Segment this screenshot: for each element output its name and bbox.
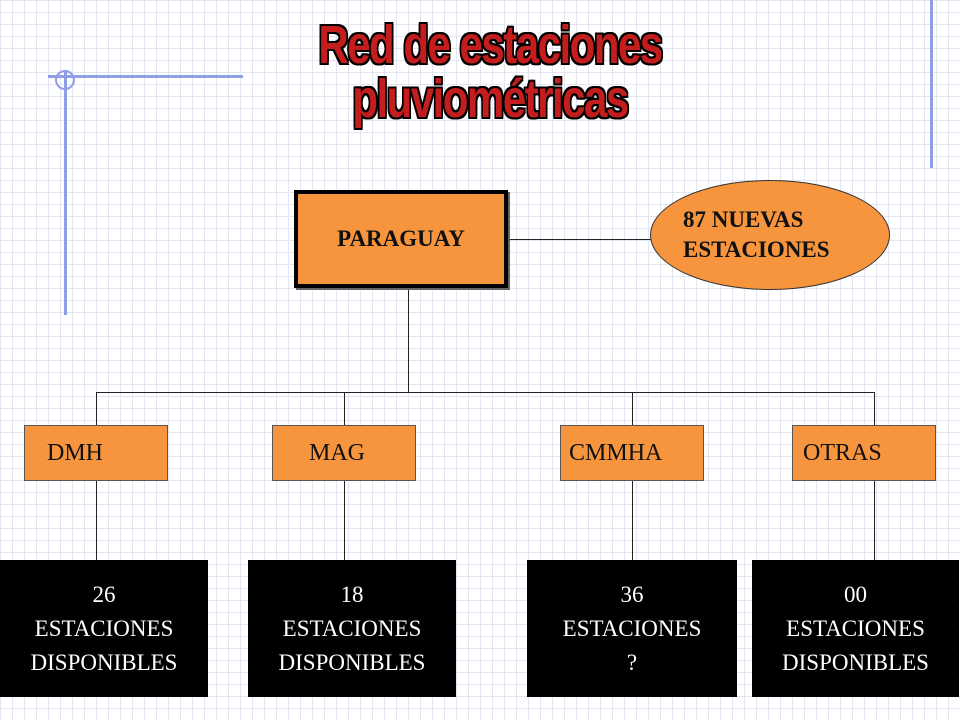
connector-to-cmmha: [632, 392, 633, 425]
new-stations-ellipse: 87 NUEVAS ESTACIONES: [650, 180, 890, 290]
connector-otras-stations: [874, 481, 875, 560]
decorative-vertical-line: [64, 70, 67, 315]
connector-cmmha-stations: [632, 481, 633, 560]
org-node-mag: MAG: [272, 425, 416, 481]
connector-to-mag: [344, 392, 345, 425]
org-label-cmmha: CMMHA: [569, 439, 663, 466]
org-label-dmh: DMH: [47, 439, 104, 466]
slide-title: Red de estaciones pluviométricas: [318, 15, 663, 129]
stations-box-dmh: 26 ESTACIONES DISPONIBLES: [0, 560, 208, 697]
stations-label: ESTACIONES: [34, 615, 174, 641]
stations-box-cmmha: 36 ESTACIONES ?: [527, 560, 737, 697]
connector-to-dmh: [96, 392, 97, 425]
stations-label: ESTACIONES: [562, 615, 702, 641]
stations-count: 18: [340, 581, 364, 607]
root-node-label: PARAGUAY: [337, 226, 465, 251]
connector-root-down: [408, 288, 409, 392]
org-node-otras: OTRAS: [792, 425, 936, 481]
org-node-cmmha: CMMHA: [560, 425, 704, 481]
root-node-paraguay: PARAGUAY: [294, 190, 508, 288]
new-stations-line1: 87 NUEVAS: [683, 207, 804, 233]
stations-status: ?: [626, 649, 638, 675]
connector-mag-stations: [344, 481, 345, 560]
connector-dmh-stations: [96, 481, 97, 560]
stations-box-mag: 18 ESTACIONES DISPONIBLES: [248, 560, 456, 697]
decorative-right-vertical-line: [930, 0, 933, 168]
decorative-horizontal-line: [48, 75, 243, 78]
stations-box-otras: 00 ESTACIONES DISPONIBLES: [752, 560, 959, 697]
stations-count: 00: [844, 581, 867, 607]
stations-label: ESTACIONES: [786, 615, 925, 641]
connector-horizontal-bus: [96, 392, 874, 393]
stations-status: DISPONIBLES: [782, 649, 929, 675]
connector-root-to-ellipse: [508, 239, 652, 240]
connector-to-otras: [874, 392, 875, 425]
org-node-dmh: DMH: [24, 425, 168, 481]
stations-status: DISPONIBLES: [278, 649, 426, 675]
new-stations-line2: ESTACIONES: [683, 237, 830, 262]
stations-status: DISPONIBLES: [30, 649, 178, 675]
stations-count: 36: [620, 581, 644, 607]
org-label-otras: OTRAS: [803, 439, 882, 466]
stations-count: 26: [92, 581, 116, 607]
stations-label: ESTACIONES: [282, 615, 422, 641]
decorative-circle: [55, 70, 75, 90]
org-label-mag: MAG: [309, 439, 366, 466]
